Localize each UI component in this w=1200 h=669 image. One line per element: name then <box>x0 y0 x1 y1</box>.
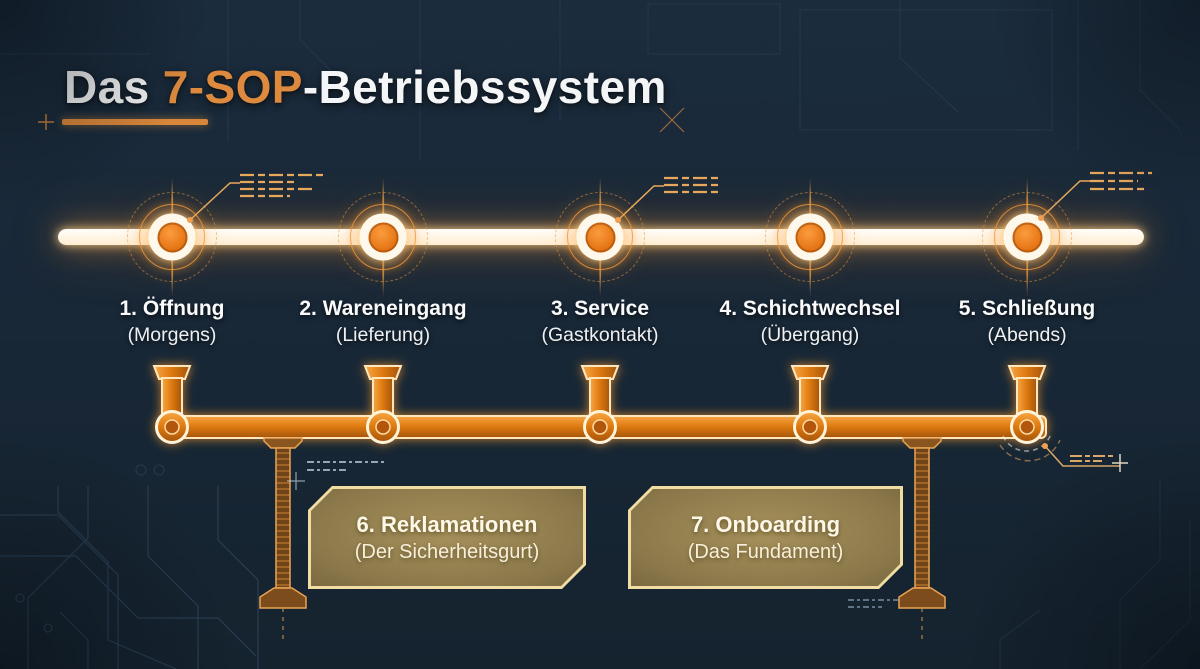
box-title: 7. Onboarding <box>690 511 841 537</box>
box-subtitle: (Der Sicherheitsgurt) <box>354 540 540 563</box>
step-title: 2. Wareneingang <box>299 297 467 320</box>
title-accents <box>38 107 685 133</box>
box-title: 6. Reklamationen <box>356 511 538 537</box>
step-title: 5. Schließung <box>958 297 1096 320</box>
step-subtitle: (Lieferung) <box>335 324 431 346</box>
support-box-onboarding: 7. Onboarding (Das Fundament) <box>628 486 903 589</box>
pipe-assembly <box>152 365 1047 444</box>
support-pipe-right <box>898 437 946 640</box>
step-subtitle: (Morgens) <box>127 324 217 346</box>
step-title: 3. Service <box>550 297 650 320</box>
callout-node-3 <box>615 176 722 223</box>
step-title: 4. Schichtwechsel <box>719 297 901 320</box>
step-subtitle: (Abends) <box>987 324 1067 346</box>
step-label-3: 3. Service (Gastkontakt) <box>480 297 720 347</box>
support-box-reklamationen: 6. Reklamationen (Der Sicherheitsgurt) <box>308 486 586 589</box>
step-label-4: 4. Schichtwechsel (Übergang) <box>690 297 930 347</box>
node-callouts <box>187 171 1152 223</box>
step-subtitle: (Gastkontakt) <box>541 324 659 346</box>
callout-node-1 <box>187 173 326 223</box>
step-label-2: 2. Wareneingang (Lieferung) <box>263 297 503 347</box>
box-subtitle: (Das Fundament) <box>687 540 844 563</box>
support-pipe-left <box>259 437 307 640</box>
callout-node-5 <box>1038 171 1152 221</box>
step-label-5: 5. Schließung (Abends) <box>907 297 1147 347</box>
step-subtitle: (Übergang) <box>760 324 860 346</box>
step-label-1: 1. Öffnung (Morgens) <box>52 297 292 347</box>
step-title: 1. Öffnung <box>119 297 225 320</box>
